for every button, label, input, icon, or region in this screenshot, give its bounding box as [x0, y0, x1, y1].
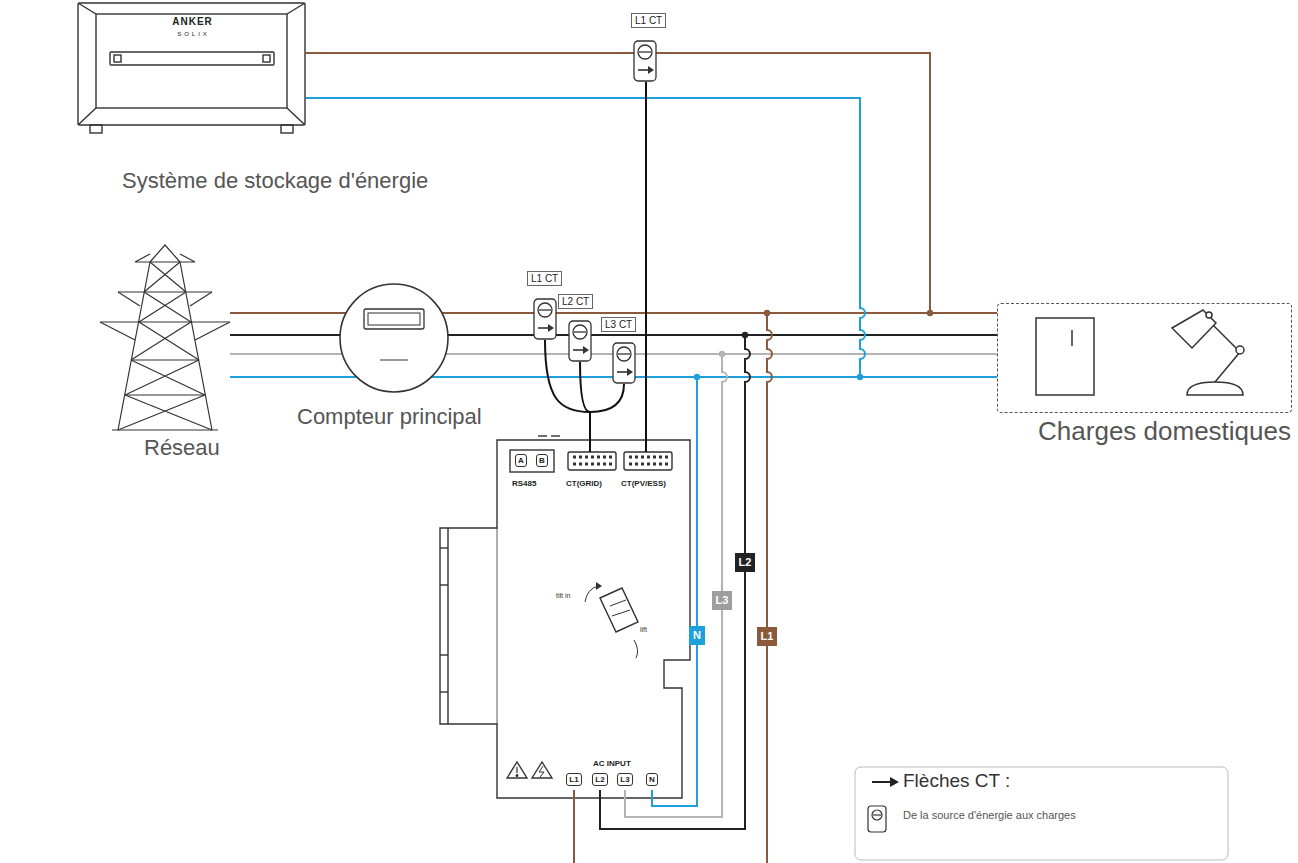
energy-storage-unit: ANKERSOLIXSystème de stockage d'énergie [78, 3, 306, 133]
grid-pylon: Réseau [100, 245, 230, 435]
terminal: L1 [566, 773, 581, 786]
node-text: AC INPUT [593, 759, 631, 768]
pylon-drawing [100, 245, 230, 430]
terminal: A [515, 454, 527, 467]
node-text: RS485 [512, 479, 536, 488]
node-text: N [693, 629, 701, 642]
junction-dots [694, 310, 933, 380]
ct-label: L1 CT [527, 271, 562, 286]
node-text: SOLIX [78, 31, 306, 38]
terminal: B [536, 454, 548, 467]
power-wire [230, 353, 340, 355]
ct-label: L2 CT [558, 294, 593, 309]
node-text: Compteur principal [297, 404, 482, 429]
node-text: CT(GRID) [566, 479, 602, 488]
load-icons [1036, 310, 1244, 395]
terminal: N [646, 773, 658, 786]
wire-tag: L1 [757, 627, 778, 646]
node-text: L2 [739, 556, 752, 569]
legend-frame [855, 767, 1228, 860]
node-text: Système de stockage d'énergie [122, 168, 428, 193]
node-text: L1 [761, 630, 774, 643]
node-text: B [539, 456, 545, 465]
node-text: Réseau [144, 435, 220, 460]
node-text: N [649, 775, 655, 784]
ct-label: L3 CT [601, 317, 636, 332]
energy-storage-drawing [78, 3, 305, 133]
node-text: ANKER [78, 16, 306, 28]
power-wire [230, 334, 340, 336]
node-text: L1 CT [635, 14, 662, 27]
node-text: L1 CT [531, 272, 558, 285]
node-text: CT(PV/ESS) [621, 479, 666, 488]
node-text: L3 [620, 775, 629, 784]
node-text: L3 CT [605, 318, 632, 331]
legend-text: De la source d'énergie aux charges [903, 809, 1076, 822]
node-text: L2 CT [562, 295, 589, 308]
power-wire [448, 334, 997, 336]
node-text: A [518, 456, 524, 465]
load-area: Charges domestiques [997, 303, 1292, 413]
smart-meter-drawing [440, 436, 690, 798]
ct-label: L1 CT [631, 13, 666, 28]
ct-clamps [534, 41, 656, 383]
smart-meter: RS485 CT(GRID) CT(PV/ESS) AC INPUT A B L1 L2 L3 N [437, 437, 693, 799]
ct-cables [545, 82, 646, 452]
terminal: L3 [617, 773, 632, 786]
terminal: L2 [592, 773, 607, 786]
wire-tag: L3 [712, 591, 733, 610]
node-text: L1 [569, 775, 578, 784]
legend-text: Flèches CT : [903, 770, 1010, 792]
power-wire [448, 312, 997, 314]
icon-label: lift [640, 626, 647, 634]
power-wire [230, 376, 340, 378]
node-text: L2 [595, 775, 604, 784]
node-text: L3 [716, 594, 729, 607]
wire-tag: L2 [735, 553, 756, 572]
power-wire [230, 312, 340, 314]
main-meter: Compteur principal [340, 284, 448, 392]
node-text: Charges domestiques [1038, 417, 1291, 447]
meter-drawing [340, 284, 448, 392]
wire-tag: N [689, 626, 705, 645]
icon-label: tilt in [556, 592, 570, 600]
ac-input-wires [574, 313, 772, 863]
